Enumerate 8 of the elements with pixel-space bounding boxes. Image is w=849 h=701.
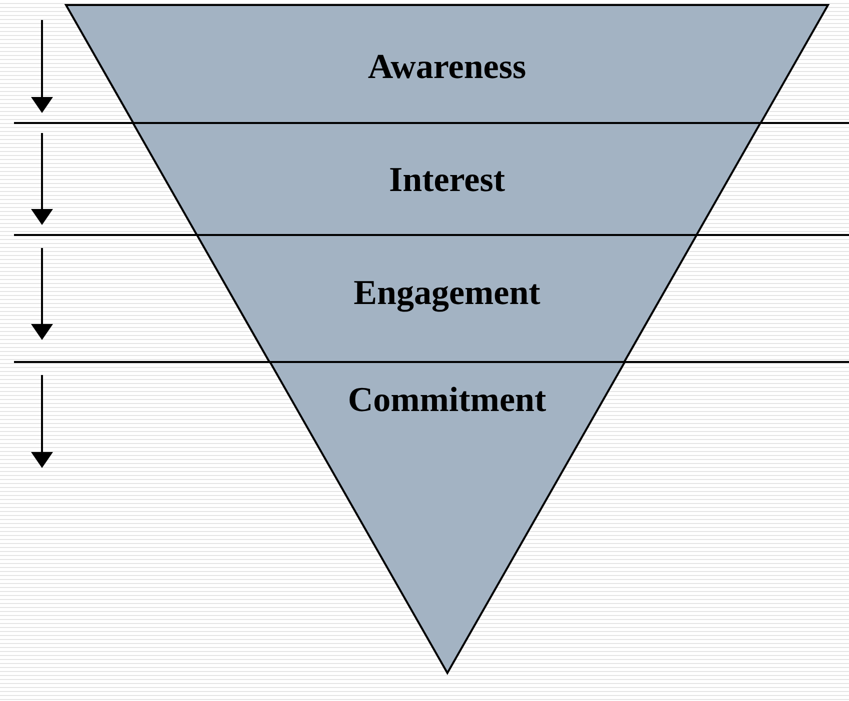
stage-label: Awareness: [368, 48, 526, 86]
stage-label: Interest: [388, 160, 505, 200]
funnel-stage: [270, 362, 624, 673]
funnel-stage: [66, 5, 828, 123]
funnel-stage: [133, 123, 761, 235]
stage-label: Commitment: [348, 380, 546, 420]
funnel-stage: [197, 235, 697, 362]
stage-label: Engagement: [354, 274, 540, 312]
